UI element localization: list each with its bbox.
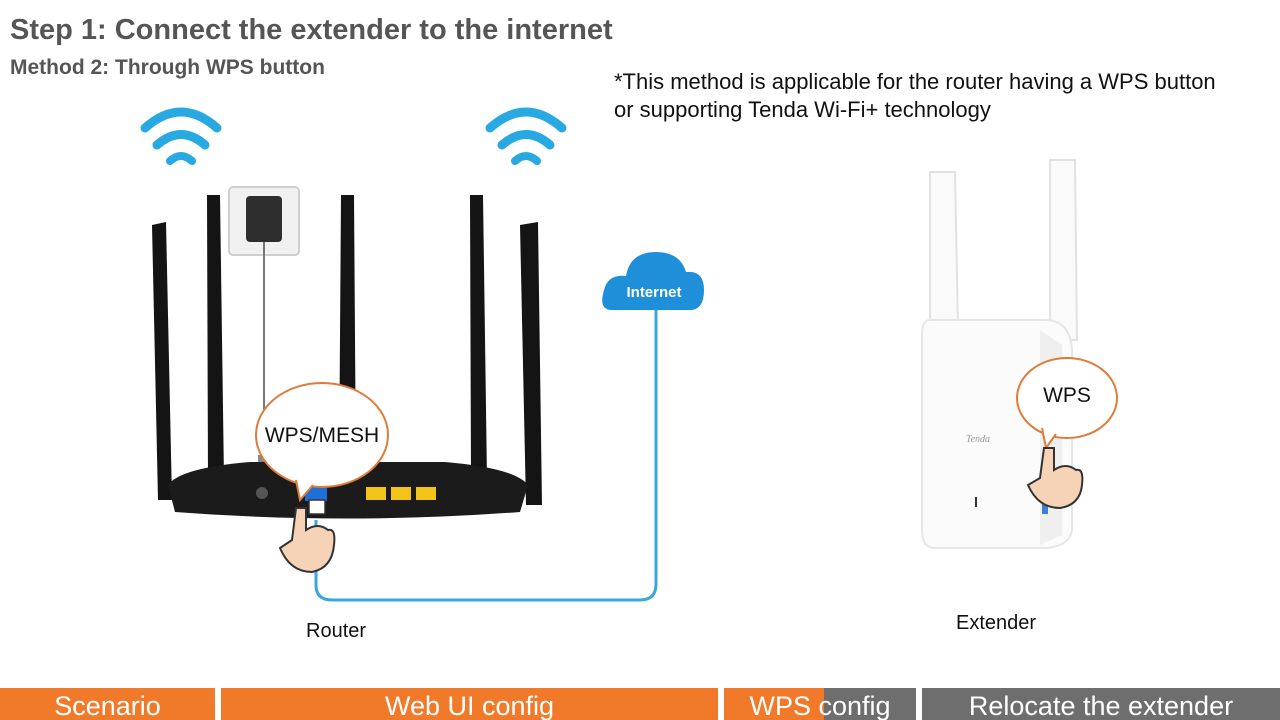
- note-line-2: or supporting Tenda Wi-Fi+ technology: [614, 97, 991, 122]
- router-callout-label: WPS/MESH: [264, 424, 380, 447]
- extender-wps-callout: [1016, 357, 1118, 451]
- lan-port-3: [416, 487, 436, 500]
- tab-wps-config[interactable]: WPS config: [724, 688, 916, 720]
- page-title: Step 1: Connect the extender to the inte…: [10, 14, 613, 46]
- tab-web-ui-config[interactable]: Web UI config: [221, 688, 718, 720]
- router-body: [168, 462, 528, 519]
- page-subtitle: Method 2: Through WPS button: [10, 56, 325, 79]
- internet-cloud-icon: Internet: [602, 252, 704, 310]
- wifi-icon-right: [485, 107, 567, 165]
- wifi-icon-left: [140, 107, 222, 165]
- lan-port-2: [391, 487, 411, 500]
- router-wps-callout: [255, 382, 389, 503]
- extender-label: Extender: [956, 612, 1037, 634]
- hand-pointer-icon: [278, 499, 336, 574]
- router-label: Router: [306, 620, 367, 642]
- note-line-1: *This method is applicable for the route…: [614, 69, 1216, 94]
- tab-scenario-label: Scenario: [54, 691, 161, 720]
- tab-web-ui-config-label: Web UI config: [384, 691, 555, 720]
- lan-port-1: [366, 487, 386, 500]
- tab-wps-config-label: WPS config: [749, 691, 891, 720]
- extender-brand-logo: Tenda: [966, 434, 990, 445]
- progress-tab-bar: Scenario Web UI config WPS config Reloca…: [0, 688, 1280, 720]
- tab-relocate-extender[interactable]: Relocate the extender: [922, 688, 1280, 720]
- internet-label: Internet: [626, 284, 681, 301]
- hand-pointer-icon-extender: [1026, 447, 1084, 510]
- applicability-note: *This method is applicable for the route…: [614, 68, 1274, 124]
- setup-diagram: Internet Tenda: [140, 107, 1118, 602]
- ethernet-cable: [314, 305, 658, 602]
- tab-relocate-extender-label: Relocate the extender: [968, 691, 1234, 720]
- tab-scenario[interactable]: Scenario: [0, 688, 215, 720]
- extender-callout-label: WPS: [1043, 384, 1091, 407]
- wan-port: [305, 487, 327, 501]
